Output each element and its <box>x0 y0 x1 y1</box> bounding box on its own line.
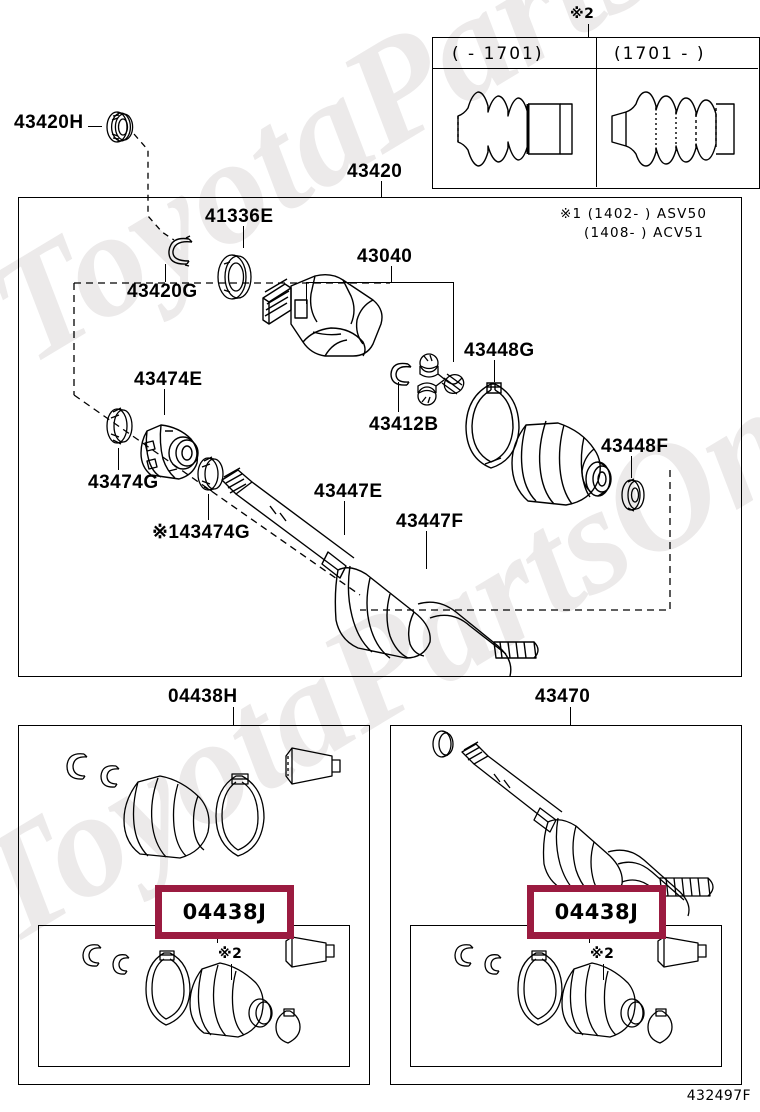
boot-illustration-late <box>608 80 744 178</box>
part-label-43474E: 43474E <box>134 369 203 390</box>
part-art-drive-shaft <box>218 466 548 666</box>
highlighted-part-number-right[interactable]: 04438J <box>527 885 666 939</box>
part-art-43040-outer-joint <box>255 270 415 380</box>
part-label-43412B: 43412B <box>369 414 439 435</box>
dashed-leader-43420H <box>133 133 175 241</box>
panel-title-43470: 43470 <box>535 686 591 707</box>
kit-left-upper-art <box>40 742 340 887</box>
part-leader-43420G <box>165 264 167 282</box>
part-art-43412B-spider <box>414 352 468 414</box>
part-label-43040: 43040 <box>357 246 413 267</box>
boot-illustration-early <box>448 78 578 180</box>
part-label-43474G: 43474G <box>88 472 159 493</box>
part-leader-43474E <box>164 389 166 415</box>
part-art-43474G-alt-ring <box>192 452 230 496</box>
highlighted-part-number-left[interactable]: 04438J <box>155 885 294 939</box>
kit-right-inner-marker-leader <box>603 964 605 980</box>
variant-table-header-rule <box>432 68 758 70</box>
part-leader-43474G-alt <box>208 494 210 520</box>
part-label-43420: 43420 <box>347 161 403 182</box>
variant-table-marker: ※2 <box>570 6 595 22</box>
part-leader-43447E <box>344 501 346 535</box>
part-label-43447E: 43447E <box>314 481 383 502</box>
part-leader-43420 <box>381 181 383 197</box>
kit-left-inner-art <box>50 935 338 1057</box>
part-art-43420H-seal <box>100 106 140 148</box>
main-panel-note-line2: (1408- ) ACV51 <box>584 225 704 241</box>
main-panel-note-line1: ※1 (1402- ) ASV50 <box>560 206 708 222</box>
part-label-43420G: 43420G <box>127 281 198 302</box>
part-leader-43447F <box>426 531 428 569</box>
kit-panel-right <box>390 725 742 1085</box>
panel-leader-04438H <box>233 707 235 725</box>
kit-panel-left <box>18 725 370 1085</box>
part-leader-43420H <box>88 126 102 128</box>
part-leader-43040-bar <box>306 282 454 284</box>
part-leader-41336E <box>243 226 245 248</box>
part-art-43474E-inner-joint <box>131 409 213 487</box>
part-art-outboard-boot <box>506 405 616 515</box>
variant-table-column-divider <box>596 37 598 187</box>
kit-right-shaft-art <box>408 730 728 905</box>
part-art-43412B-clip <box>386 358 416 390</box>
part-art-43448F-clamp <box>617 474 651 514</box>
kit-right-inner-art <box>422 935 710 1057</box>
dashed-region-outline <box>73 282 671 611</box>
part-leader-43412B <box>398 382 400 412</box>
part-art-43448G-clamp <box>461 378 529 474</box>
panel-title-04438H: 04438H <box>168 686 238 707</box>
part-label-43448G: 43448G <box>464 340 535 361</box>
kit-left-inner-marker: ※2 <box>218 946 243 962</box>
part-art-43420G-snap-ring <box>163 232 199 270</box>
main-assembly-panel <box>18 197 742 677</box>
part-label-43447F: 43447F <box>396 511 464 532</box>
part-art-41336E-bearing <box>208 246 264 308</box>
panel-leader-43470 <box>570 707 572 725</box>
part-label-43420H: 43420H <box>14 112 84 133</box>
variant-column-header-1: (1701 - ) <box>614 44 706 64</box>
part-label-43448F: 43448F <box>601 436 669 457</box>
part-label-43474G-alt: ※143474G <box>152 522 251 543</box>
kit-left-inner-marker-leader <box>231 964 233 980</box>
variant-table-marker-leader <box>588 24 590 38</box>
part-leader-43040-right <box>453 282 455 362</box>
kit-right-inner-marker: ※2 <box>590 946 615 962</box>
part-art-43474G-ring <box>101 402 139 448</box>
part-label-41336E: 41336E <box>205 206 274 227</box>
part-leader-43040-stem <box>391 266 393 282</box>
part-leader-43448F <box>631 456 633 478</box>
variant-column-header-0: ( - 1701) <box>452 44 544 64</box>
diagram-reference-code: 432497F <box>686 1088 751 1104</box>
part-leader-43040-left <box>306 282 308 304</box>
part-leader-43448G <box>494 360 496 382</box>
part-leader-43474G <box>118 448 120 470</box>
